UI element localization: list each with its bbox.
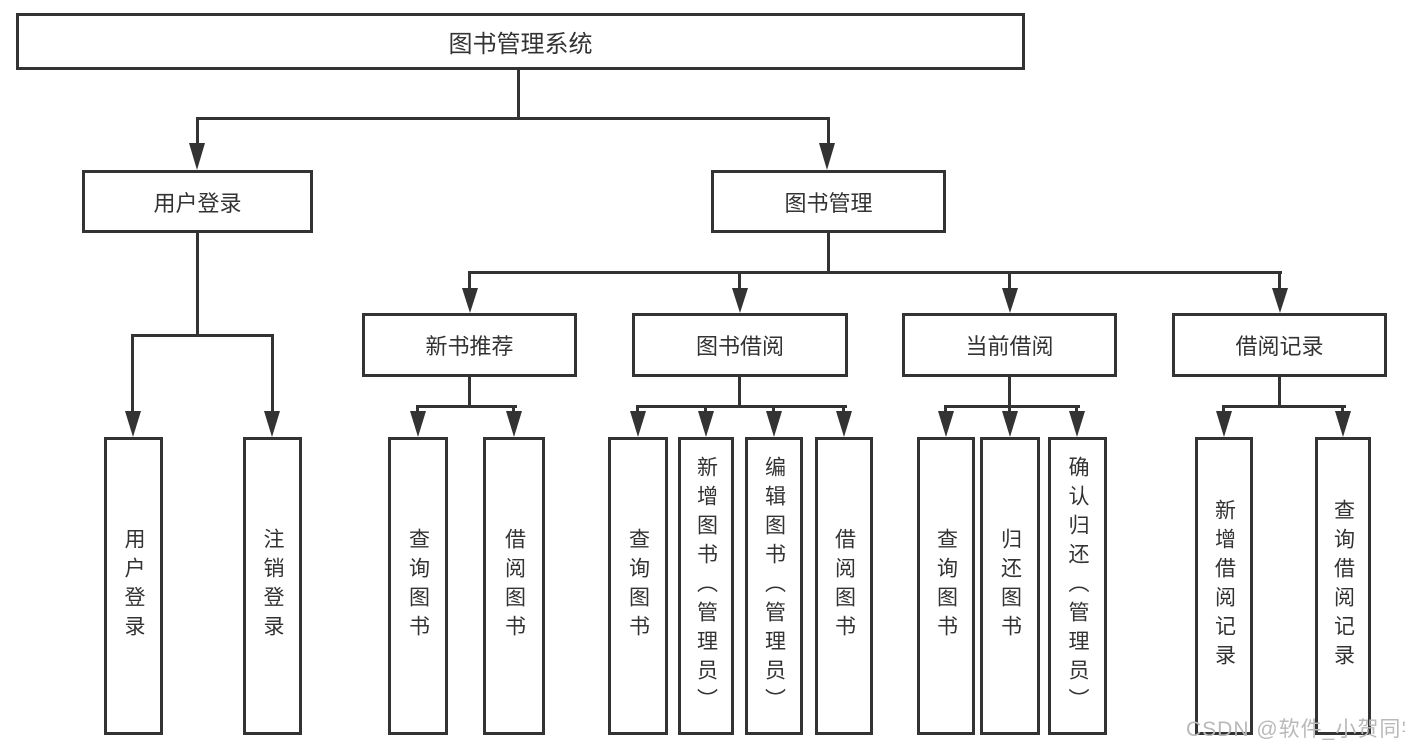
node-label: 当前借阅 — [965, 334, 1054, 359]
node-label: 新书推荐 — [425, 334, 514, 359]
leaf-label: 借阅图书 — [502, 528, 526, 644]
connector-drop — [1222, 405, 1225, 414]
leaf-label: 注销登录 — [261, 528, 284, 644]
arrowhead — [836, 411, 852, 437]
arrowhead — [819, 143, 835, 170]
connector-drop — [468, 271, 471, 291]
leaf-query-books-borrowing: 查询图书 — [608, 437, 668, 735]
connector-stem — [1008, 377, 1011, 408]
connector-drop — [738, 271, 741, 291]
connector-stem — [1278, 377, 1281, 408]
leaf-confirm-return-admin: 确认归还（管理员） — [1048, 437, 1107, 735]
connector-book-mgmt-drop — [827, 117, 830, 146]
connector-user-login-drop — [196, 117, 199, 146]
arrowhead — [410, 411, 426, 437]
node-borrowing-records: 借阅记录 — [1172, 313, 1387, 377]
csdn-watermark: CSDN @软件_小贺同学 — [1186, 718, 1405, 741]
leaf-return-book: 归还图书 — [980, 437, 1040, 735]
node-label: 用户登录 — [153, 190, 242, 216]
leaf-add-book-admin: 新增图书（管理员） — [678, 437, 734, 735]
leaf-label: 确认归还（管理员） — [1066, 455, 1089, 717]
leaf-query-books-recommend: 查询图书 — [388, 437, 448, 735]
connector-stem — [468, 377, 471, 408]
arrowhead — [1216, 411, 1232, 437]
connector-drop — [1008, 271, 1011, 291]
connector-drop — [512, 405, 515, 414]
connector-drop — [1008, 405, 1011, 414]
node-label: 图书管理系统 — [448, 31, 593, 58]
leaf-label: 查询图书 — [934, 528, 958, 644]
arrowhead — [264, 411, 280, 437]
leaf-label: 归还图书 — [998, 528, 1022, 644]
leaf-borrow-books-borrowing: 借阅图书 — [815, 437, 873, 735]
leaf-label: 借阅图书 — [832, 528, 856, 644]
arrowhead — [506, 411, 522, 437]
connector-drop — [842, 405, 845, 414]
connector-drop — [1075, 405, 1078, 414]
leaf-label: 查询借阅记录 — [1331, 499, 1355, 673]
arrowhead — [462, 288, 478, 313]
leaf-label: 新增借阅记录 — [1212, 499, 1236, 673]
leaf-query-borrow-record: 查询借阅记录 — [1315, 437, 1371, 735]
arrowhead — [189, 143, 205, 170]
connector-level1-rail — [196, 117, 830, 120]
arrowhead — [1335, 411, 1351, 437]
connector-rail — [1222, 405, 1346, 408]
connector-drop — [416, 405, 419, 414]
leaf-label: 编辑图书（管理员） — [762, 455, 786, 717]
arrowhead — [732, 288, 748, 313]
leaf-logout: 注销登录 — [243, 437, 302, 735]
connector-drop — [1278, 271, 1281, 291]
node-current-borrowing: 当前借阅 — [902, 313, 1117, 377]
connector-rail — [944, 405, 1080, 408]
node-user-login: 用户登录 — [82, 170, 313, 233]
connector-drop — [636, 405, 639, 414]
node-book-borrowing: 图书借阅 — [632, 313, 848, 377]
arrowhead — [938, 411, 954, 437]
connector-level2-rail — [468, 271, 1282, 274]
connector-drop — [772, 405, 775, 414]
leaf-borrow-books-recommend: 借阅图书 — [483, 437, 545, 735]
connector-drop — [704, 405, 707, 414]
leaf-edit-book-admin: 编辑图书（管理员） — [745, 437, 803, 735]
arrowhead — [630, 411, 646, 437]
leaf-add-borrow-record: 新增借阅记录 — [1195, 437, 1253, 735]
connector-stem — [738, 377, 741, 408]
connector-drop — [271, 334, 274, 414]
node-label: 图书借阅 — [695, 334, 784, 359]
connector-root-stem — [517, 67, 520, 118]
leaf-query-books-current: 查询图书 — [917, 437, 975, 735]
leaf-label: 查询图书 — [626, 528, 650, 644]
connector-user-login-stem — [196, 233, 199, 335]
node-label: 图书管理 — [784, 190, 873, 216]
arrowhead — [1069, 411, 1085, 437]
leaf-label: 新增图书（管理员） — [694, 455, 718, 717]
arrowhead — [125, 411, 141, 437]
node-book-management: 图书管理 — [711, 170, 946, 233]
connector-rail — [416, 405, 517, 408]
leaf-user-login: 用户登录 — [104, 437, 163, 735]
leaf-label: 查询图书 — [406, 528, 430, 644]
node-library-management-system: 图书管理系统 — [16, 13, 1025, 70]
connector-drop — [131, 334, 134, 414]
connector-drop — [1341, 405, 1344, 414]
arrowhead — [1002, 411, 1018, 437]
arrowhead — [766, 411, 782, 437]
node-new-book-recommend: 新书推荐 — [362, 313, 577, 377]
connector-book-mgmt-stem — [827, 233, 830, 274]
leaf-label: 用户登录 — [122, 528, 145, 644]
arrowhead — [1272, 288, 1288, 313]
arrowhead — [1002, 288, 1018, 313]
connector-user-login-rail — [131, 334, 274, 337]
arrowhead — [698, 411, 714, 437]
connector-drop — [944, 405, 947, 414]
node-label: 借阅记录 — [1235, 334, 1324, 359]
connector-rail — [636, 405, 847, 408]
